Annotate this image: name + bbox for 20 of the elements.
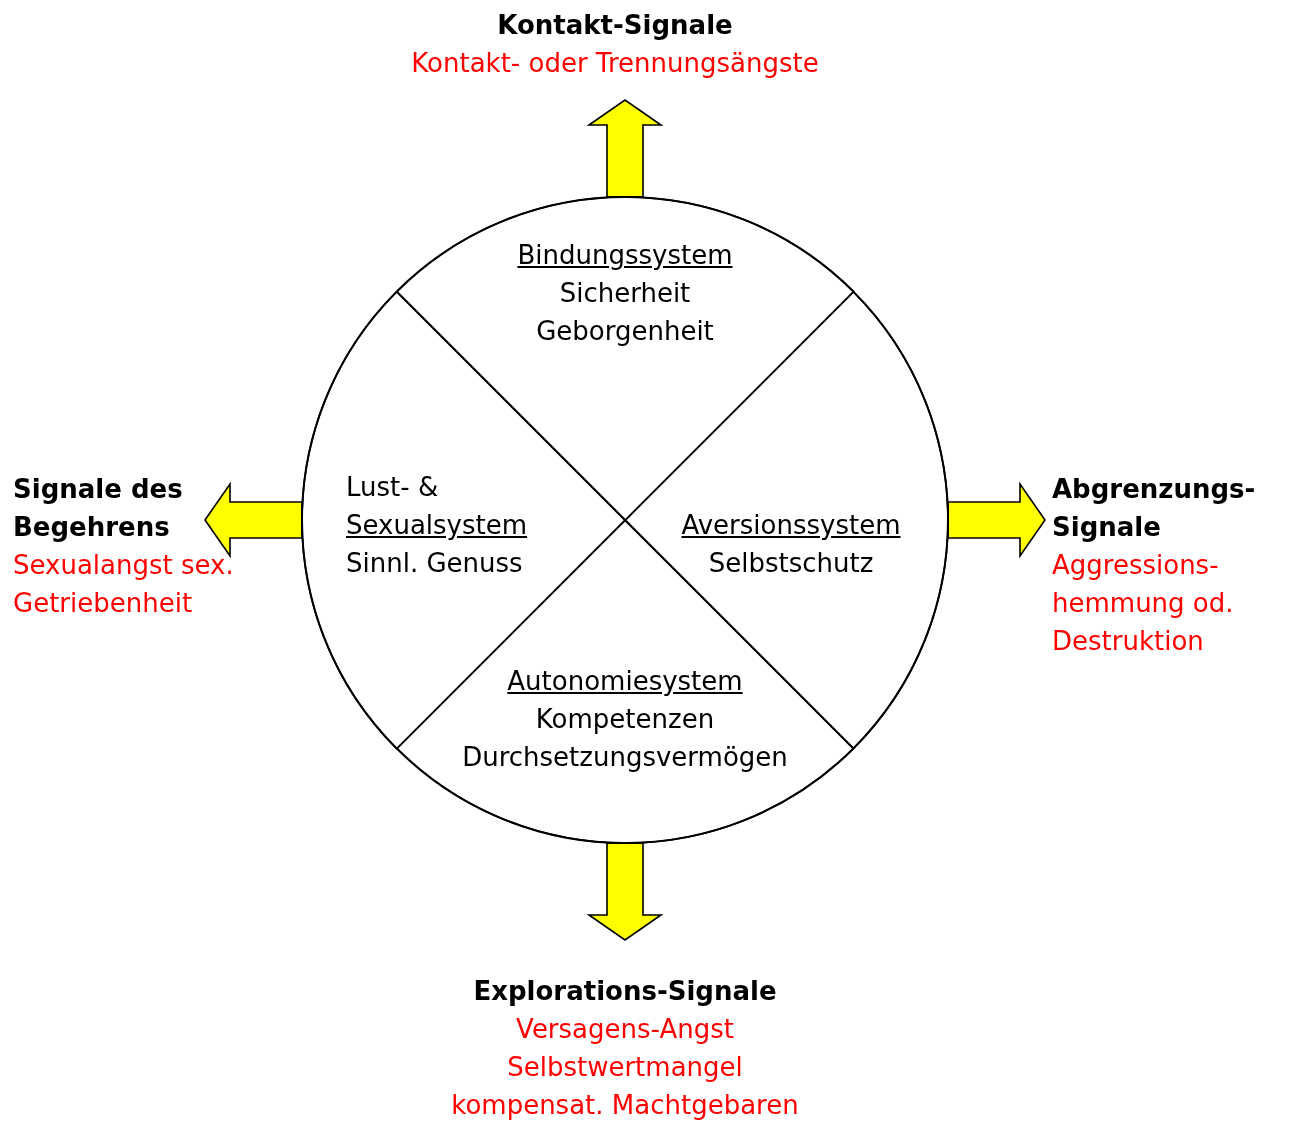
signal-description: Sexualangst sex. Getriebenheit bbox=[13, 549, 235, 620]
signal-heading: Kontakt-Signale bbox=[497, 9, 733, 42]
system-heading: Lust- & Sexualsystem bbox=[346, 471, 528, 542]
signal-description: Aggressions- hemmung od. Destruktion bbox=[1052, 549, 1235, 658]
block-arrow bbox=[204, 481, 303, 559]
block-arrow bbox=[586, 842, 664, 941]
signal-heading: Signale des Begehrens bbox=[13, 473, 184, 544]
signal-heading: Abgrenzungs- Signale bbox=[1052, 473, 1257, 544]
system-heading: Bindungssystem bbox=[517, 239, 733, 272]
block-arrow bbox=[947, 481, 1046, 559]
signal-description: Kontakt- oder Trennungsängste bbox=[411, 47, 819, 80]
system-heading: Autonomiesystem bbox=[507, 665, 743, 698]
system-description: Sicherheit Geborgenheit bbox=[535, 277, 715, 348]
system-description: Selbstschutz bbox=[708, 547, 874, 580]
signal-description: Versagens-Angst Selbstwertmangel kompensat. Machtgebaren bbox=[450, 1013, 800, 1122]
signal-heading: Explorations-Signale bbox=[473, 975, 777, 1008]
system-description: Kompetenzen Durchsetzungsvermögen bbox=[461, 703, 789, 774]
system-heading: Aversionssystem bbox=[681, 509, 901, 542]
block-arrow bbox=[586, 99, 664, 198]
system-description: Sinnl. Genuss bbox=[346, 547, 523, 580]
